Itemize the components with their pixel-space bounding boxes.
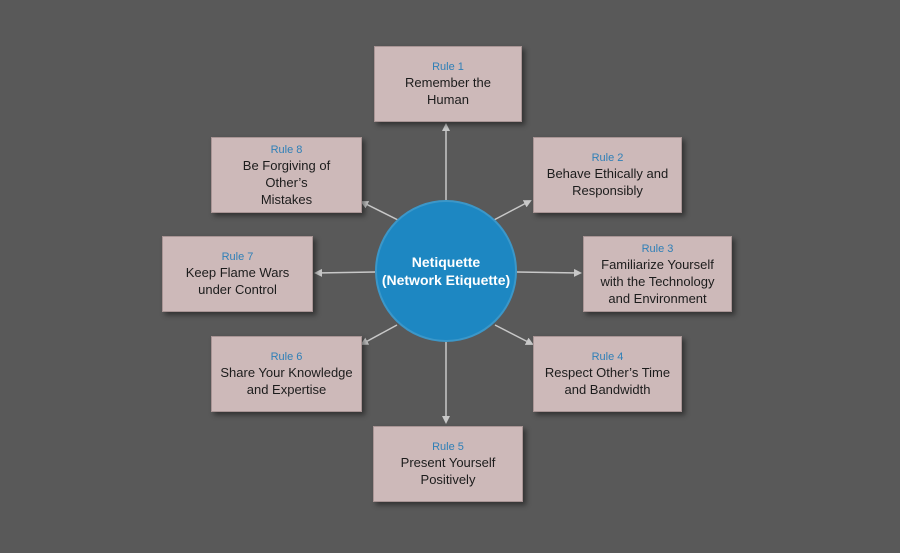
rule-box-4: Rule 4 Respect Other’s Time and Bandwidt… xyxy=(533,336,682,412)
rule-5-text-line-2: Positively xyxy=(420,472,476,487)
rule-5-number: Rule 5 xyxy=(432,441,464,453)
rule-box-8: Rule 8 Be Forgiving of Other’s Mistakes xyxy=(211,137,362,213)
rule-2-number: Rule 2 xyxy=(591,152,624,164)
rule-box-3: Rule 3 Familiarize Yourself with the Tec… xyxy=(583,236,732,312)
rule-4-number: Rule 4 xyxy=(591,351,624,363)
rule-1-number: Rule 1 xyxy=(432,61,464,73)
rule-1-text-line-1: Remember the Human xyxy=(405,75,491,107)
arrow-rule-6 xyxy=(360,324,398,345)
rule-8-number: Rule 8 xyxy=(270,143,303,156)
center-circle: Netiquette (Network Etiquette) xyxy=(375,200,517,342)
rule-7-text-line-2: under Control xyxy=(198,282,277,297)
rule-6-text-line-1: Share Your Knowledge xyxy=(220,365,353,380)
rule-3-text-line-2: with the Technology xyxy=(600,273,715,289)
rule-4-text-line-2: and Bandwidth xyxy=(564,382,651,397)
rule-3-number: Rule 3 xyxy=(641,242,674,255)
rule-3-text-line-3: and Environment xyxy=(608,290,707,306)
rule-8-text-line-2: Mistakes xyxy=(260,191,313,207)
center-title-line-2: (Network Etiquette) xyxy=(381,272,511,288)
rule-box-6: Rule 6 Share Your Knowledge and Expertis… xyxy=(211,336,362,412)
rule-box-1: Rule 1 Remember the Human xyxy=(374,46,522,122)
rule-7-text-line-1: Keep Flame Wars xyxy=(185,265,290,280)
rule-4-text-line-1: Respect Other’s Time xyxy=(544,365,671,380)
arrow-rule-8 xyxy=(360,201,401,222)
arrow-rule-2 xyxy=(491,200,532,222)
arrow-rule-3 xyxy=(516,268,582,277)
arrow-rule-7 xyxy=(314,268,376,277)
rule-8-text-line-1: Be Forgiving of Other’s xyxy=(242,157,331,190)
arrow-rule-4 xyxy=(494,324,534,345)
rule-box-7: Rule 7 Keep Flame Wars under Control xyxy=(162,236,313,312)
rule-box-5: Rule 5 Present Yourself Positively xyxy=(373,426,523,502)
rule-box-2: Rule 2 Behave Ethically and Responsibly xyxy=(533,137,682,213)
rule-3-text-line-1: Familiarize Yourself xyxy=(601,256,714,272)
rule-2-text-line-2: Responsibly xyxy=(572,183,643,198)
rule-2-text-line-1: Behave Ethically and xyxy=(546,166,669,181)
center-title-line-1: Netiquette xyxy=(411,254,481,270)
rule-5-text-line-1: Present Yourself xyxy=(400,455,496,470)
rule-7-number: Rule 7 xyxy=(221,251,254,263)
rule-6-text-line-2: and Expertise xyxy=(246,382,327,397)
rule-6-number: Rule 6 xyxy=(270,351,303,363)
